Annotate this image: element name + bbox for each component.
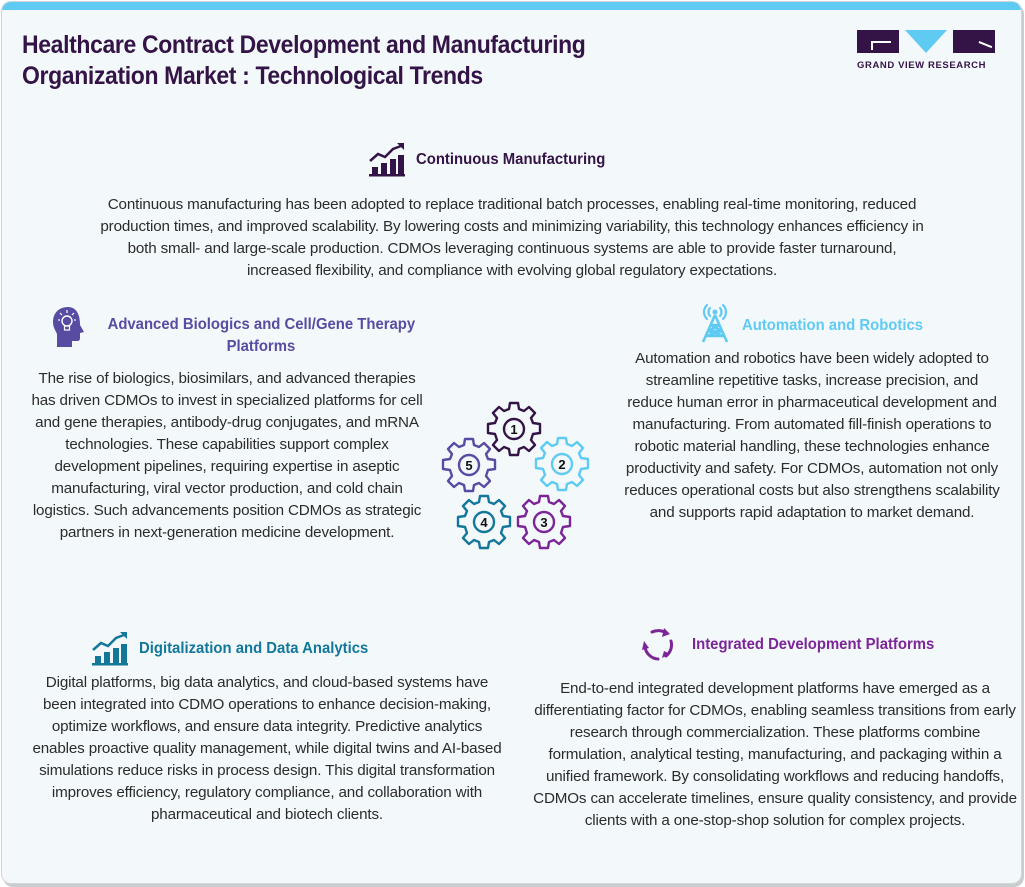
head-lightbulb-icon [52,306,86,348]
section-heading: Integrated Development Platforms [692,636,935,653]
section-automation-heading: Automation and Robotics [698,301,937,343]
title-line-1: Healthcare Contract Development and Manu… [22,31,586,59]
page-title: Healthcare Contract Development and Manu… [22,30,721,92]
chart-growth-icon [368,143,406,177]
logo-text: GRAND VIEW RESEARCH [857,60,987,71]
grand-view-research-logo: GRAND VIEW RESEARCH [857,30,1002,71]
gear-number: 3 [540,515,547,530]
chart-growth-icon [91,632,129,666]
gear-number: 5 [465,458,472,473]
section-biologics-text: The rise of biologics, biosimilars, and … [31,370,423,541]
section-heading-wrap: Advanced Biologics and Cell/Gene Therapy… [96,316,427,356]
section-biologics-heading: Advanced Biologics and Cell/Gene Therapy… [52,306,427,356]
gear-2-icon: 2 [534,436,590,492]
cycle-arrows-icon [640,627,676,663]
gear-number: 2 [558,457,565,472]
logo-v-triangle [905,30,947,53]
section-heading: Digitalization and Data Analytics [139,640,369,657]
section-integrated-heading: Integrated Development Platforms [640,627,953,663]
section-heading-line-2: Platforms [227,338,296,355]
logo-mark [857,30,1002,53]
section-integrated-text: End-to-end integrated development platfo… [533,680,1017,829]
section-heading: Automation and Robotics [742,317,924,334]
gear-number: 1 [510,422,517,437]
gear-5-icon: 5 [441,437,497,493]
gear-4-icon: 4 [456,494,512,550]
section-heading-line-1: Advanced Biologics and Cell/Gene Therapy [107,316,416,333]
section-digital-text: Digital platforms, big data analytics, a… [32,674,502,823]
section-continuous-text: Continuous manufacturing has been adopte… [100,196,924,279]
title-line-2: Organization Market : Technological Tren… [22,62,483,90]
section-digital-heading: Digitalization and Data Analytics [91,632,386,666]
gear-number: 4 [480,515,488,530]
logo-r-block [953,30,995,53]
five-gears-graphic: 1 2 3 4 5 [434,398,594,558]
signal-tower-icon [698,301,732,343]
section-heading: Continuous Manufacturing [416,151,606,168]
accent-bar [2,2,1021,10]
section-continuous-heading: Continuous Manufacturing [368,143,620,177]
gear-1-icon: 1 [486,401,542,457]
gear-3-icon: 3 [516,494,572,550]
section-automation-text: Automation and robotics have been widely… [624,350,1000,521]
logo-g-block [857,30,899,53]
